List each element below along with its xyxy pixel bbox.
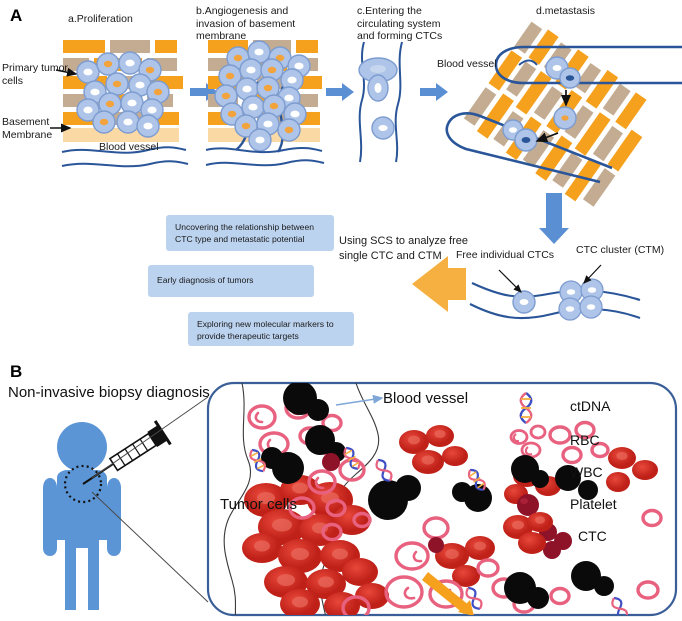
stage-c-free-ctc bbox=[371, 116, 395, 140]
arrow-b-to-c bbox=[326, 83, 354, 101]
primary-tumor-cells-label: Primary tumor cells bbox=[2, 62, 68, 87]
blood-vessel-d-label: Blood vessel bbox=[437, 58, 497, 70]
panel-b-letter: B bbox=[10, 362, 23, 381]
arrow-c-to-d bbox=[420, 83, 448, 101]
ctc-cluster-cells bbox=[558, 278, 604, 321]
arrow-a-to-b bbox=[190, 83, 218, 101]
outcome-box-markers: Exploring new molecular markers to provi… bbox=[188, 312, 354, 346]
legend-label-wbc: WBC bbox=[570, 464, 603, 480]
stage-d-vessel-upper bbox=[494, 45, 682, 85]
tumor-cells-label: Tumor cells bbox=[220, 496, 297, 513]
legend-label-ctdna: ctDNA bbox=[570, 398, 611, 414]
panel-a-letter: A bbox=[10, 6, 23, 25]
inset-orange-arrow bbox=[422, 572, 470, 614]
dna-helix-icon bbox=[519, 392, 533, 424]
inset-orange-arrow-head bbox=[458, 600, 474, 615]
arrow-metastasis-to-ctc bbox=[539, 193, 569, 244]
basement-membrane-label: Basement Membrane bbox=[2, 116, 53, 141]
ctc-icon bbox=[503, 512, 553, 554]
stage-b-tissue bbox=[208, 40, 322, 142]
platelet-cells bbox=[322, 453, 572, 559]
stage-a-title: a.Proliferation bbox=[68, 13, 133, 25]
ctc-group-mid bbox=[399, 425, 658, 587]
ctc-blood-vessel bbox=[469, 282, 641, 320]
stage-d-ctc-middle bbox=[553, 106, 577, 130]
stage-a-tissue bbox=[63, 40, 183, 142]
ctc-callout-arrows bbox=[498, 264, 602, 293]
wbc-icon bbox=[511, 455, 549, 488]
legend-label-platelet: Platelet bbox=[570, 496, 617, 512]
legend-label-rbc: RBC bbox=[570, 432, 600, 448]
inset-leader-lines bbox=[91, 396, 209, 603]
stage-d-vessel-lower bbox=[445, 112, 613, 184]
blood-vessel-a-label: Blood vessel bbox=[99, 141, 159, 153]
stage-b-neovessels bbox=[235, 79, 288, 153]
blood-vessel-b-label: Blood vessel bbox=[383, 390, 469, 407]
blood-vessel-d-leader bbox=[518, 59, 538, 66]
legend-label-ctc: CTC bbox=[578, 528, 607, 544]
scs-analysis-arrow bbox=[412, 256, 466, 312]
legend-icons bbox=[503, 392, 553, 554]
rbc-icon bbox=[509, 424, 547, 459]
patient-figure bbox=[43, 422, 121, 610]
stage-c-title: c.Entering the circulating system and fo… bbox=[357, 5, 443, 42]
stage-c-capillary bbox=[358, 41, 403, 163]
blood-vessel-leader-arrow bbox=[335, 394, 384, 406]
panel-b-title: Non-invasive biopsy diagnosis bbox=[8, 384, 210, 401]
stage-a-tumor-mass bbox=[76, 51, 170, 138]
stage-d-tissue bbox=[463, 21, 647, 207]
stage-b-tumor-mass bbox=[214, 40, 311, 152]
free-individual-ctc-cell bbox=[512, 290, 536, 314]
wbc-cells-br bbox=[571, 561, 614, 596]
stage-d-title: d.metastasis bbox=[536, 5, 595, 17]
stage-d-extravasation-arrows bbox=[535, 90, 572, 143]
syringe-icon bbox=[63, 420, 172, 504]
outcome-box-early-diagnosis: Early diagnosis of tumors bbox=[148, 265, 314, 297]
stage-b-title: b.Angiogenesis and invasion of basement … bbox=[196, 5, 296, 42]
stage-d-ctc-lower bbox=[502, 119, 538, 152]
stage-c-intravasating-cell bbox=[358, 57, 398, 102]
ctc-cluster-label: CTC cluster (CTM) bbox=[576, 244, 665, 256]
stage-b-blood-vessel bbox=[205, 147, 325, 167]
using-scs-label: Using SCS to analyze free single CTC and… bbox=[339, 235, 469, 262]
platelet-icon bbox=[517, 494, 539, 516]
outcome-box-relationship: Uncovering the relationship between CTC … bbox=[166, 215, 334, 251]
stage-d-ctc-upper bbox=[545, 56, 581, 89]
wbc-cells bbox=[261, 383, 598, 609]
free-individual-ctcs-label: Free individual CTCs bbox=[456, 249, 555, 261]
